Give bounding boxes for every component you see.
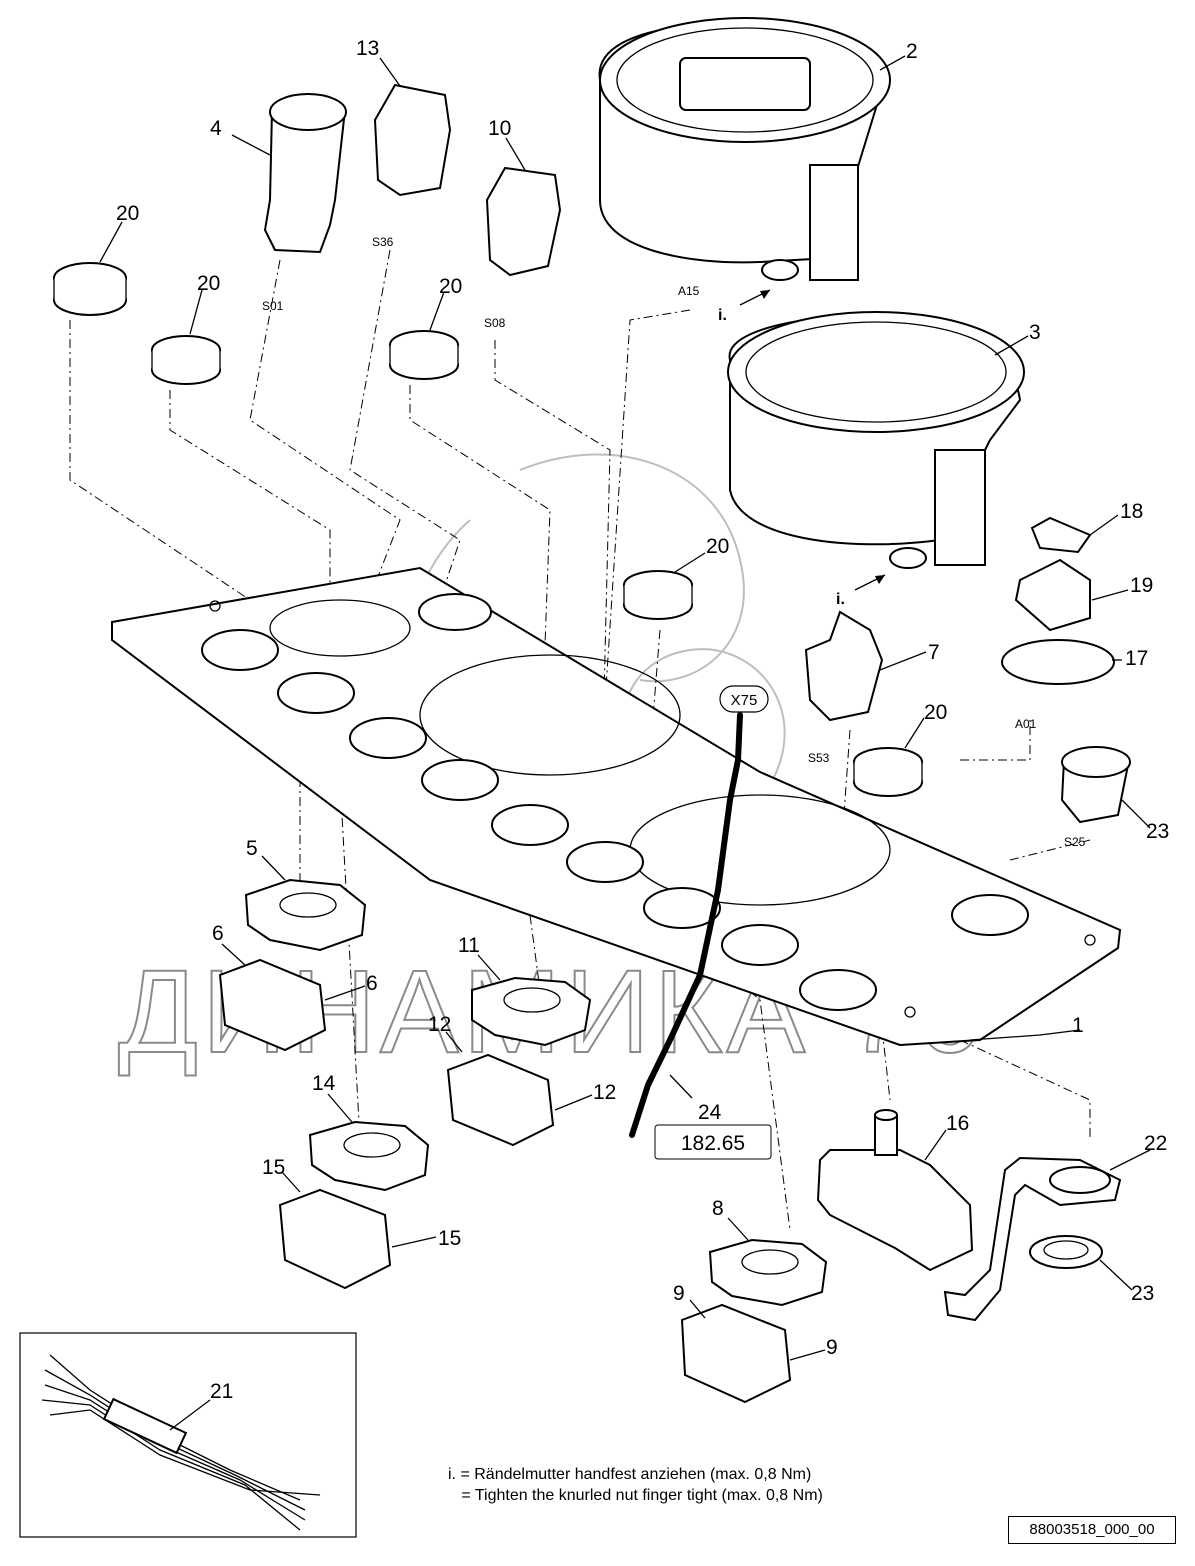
label-part-6b: 6 — [366, 972, 378, 995]
ref-s08: S08 — [484, 316, 506, 330]
document-number: 88003518_000_00 — [1008, 1516, 1176, 1544]
label-part-22: 22 — [1144, 1132, 1167, 1155]
label-part-13: 13 — [356, 37, 379, 60]
label-part-7: 7 — [928, 641, 940, 664]
blind-caps-part-20 — [53, 262, 923, 797]
cable-part-24: 182.65 X75 — [629, 685, 772, 1160]
ref-s25: S25 — [1064, 835, 1086, 849]
label-part-19: 19 — [1130, 574, 1153, 597]
knurled-nut-markers: i. i. — [718, 289, 886, 608]
label-part-10: 10 — [488, 117, 511, 140]
label-part-3: 3 — [1029, 321, 1041, 344]
label-part-11: 11 — [458, 934, 480, 957]
label-part-8: 8 — [712, 1197, 724, 1220]
reference-designators: S01 S36 S08 A15 A01 S53 S25 — [262, 235, 1086, 849]
label-part-20a: 20 — [116, 202, 139, 225]
label-part-5: 5 — [246, 837, 258, 860]
label-part-1: 1 — [1072, 1014, 1084, 1037]
label-part-17: 17 — [1125, 647, 1148, 670]
ref-a15: A15 — [678, 284, 700, 298]
label-part-6: 6 — [212, 922, 224, 945]
dashboard-panel-part-1 — [111, 566, 1122, 1047]
ref-s36: S36 — [372, 235, 394, 249]
label-part-9b: 9 — [826, 1336, 838, 1359]
label-part-20c: 20 — [439, 275, 462, 298]
label-part-14: 14 — [312, 1072, 336, 1095]
contact-blocks — [218, 958, 792, 1404]
label-part-21: 21 — [210, 1380, 233, 1403]
label-part-4: 4 — [210, 117, 222, 140]
label-part-9: 9 — [673, 1282, 685, 1305]
label-part-15b: 15 — [438, 1227, 461, 1250]
instrument-gauge-part-3 — [727, 311, 1025, 569]
label-part-16: 16 — [946, 1112, 969, 1135]
switches — [263, 83, 1131, 824]
label-part-12b: 12 — [593, 1081, 616, 1104]
connector-tag: X75 — [731, 692, 758, 709]
potentiometer-part-16 — [816, 1109, 974, 1272]
marker-i-gauge-2: i. — [718, 307, 727, 324]
ref-s01: S01 — [262, 299, 284, 313]
label-part-20d: 20 — [706, 535, 729, 558]
note-line-en: = Tighten the knurled nut finger tight (… — [448, 1487, 823, 1504]
ref-s53: S53 — [808, 751, 830, 765]
marker-i-gauge-3: i. — [836, 591, 845, 608]
label-part-15: 15 — [262, 1156, 285, 1179]
label-part-23: 23 — [1146, 820, 1169, 843]
bracket-part-22 — [943, 1156, 1122, 1322]
label-part-2: 2 — [906, 40, 918, 63]
wiring-harness-part-21 — [19, 1332, 357, 1538]
note-line-de: i. = Rändelmutter handfest anziehen (max… — [448, 1466, 812, 1483]
label-part-20b: 20 — [197, 272, 220, 295]
label-part-18: 18 — [1120, 500, 1143, 523]
assembly-note: i. = Rändelmutter handfest anziehen (max… — [448, 1464, 823, 1506]
ref-a01: A01 — [1015, 717, 1037, 731]
label-part-23b: 23 — [1131, 1282, 1154, 1305]
instrument-gauge-part-2 — [598, 17, 891, 281]
label-part-20e: 20 — [924, 701, 947, 724]
contact-holders — [244, 878, 828, 1307]
label-part-12: 12 — [428, 1013, 451, 1036]
cable-length-label: 182.65 — [681, 1132, 745, 1155]
label-part-24: 24 — [698, 1101, 722, 1124]
part-callouts: 1 2 3 4 5 6 6 7 8 9 9 10 11 12 12 13 14 … — [99, 37, 1169, 1431]
